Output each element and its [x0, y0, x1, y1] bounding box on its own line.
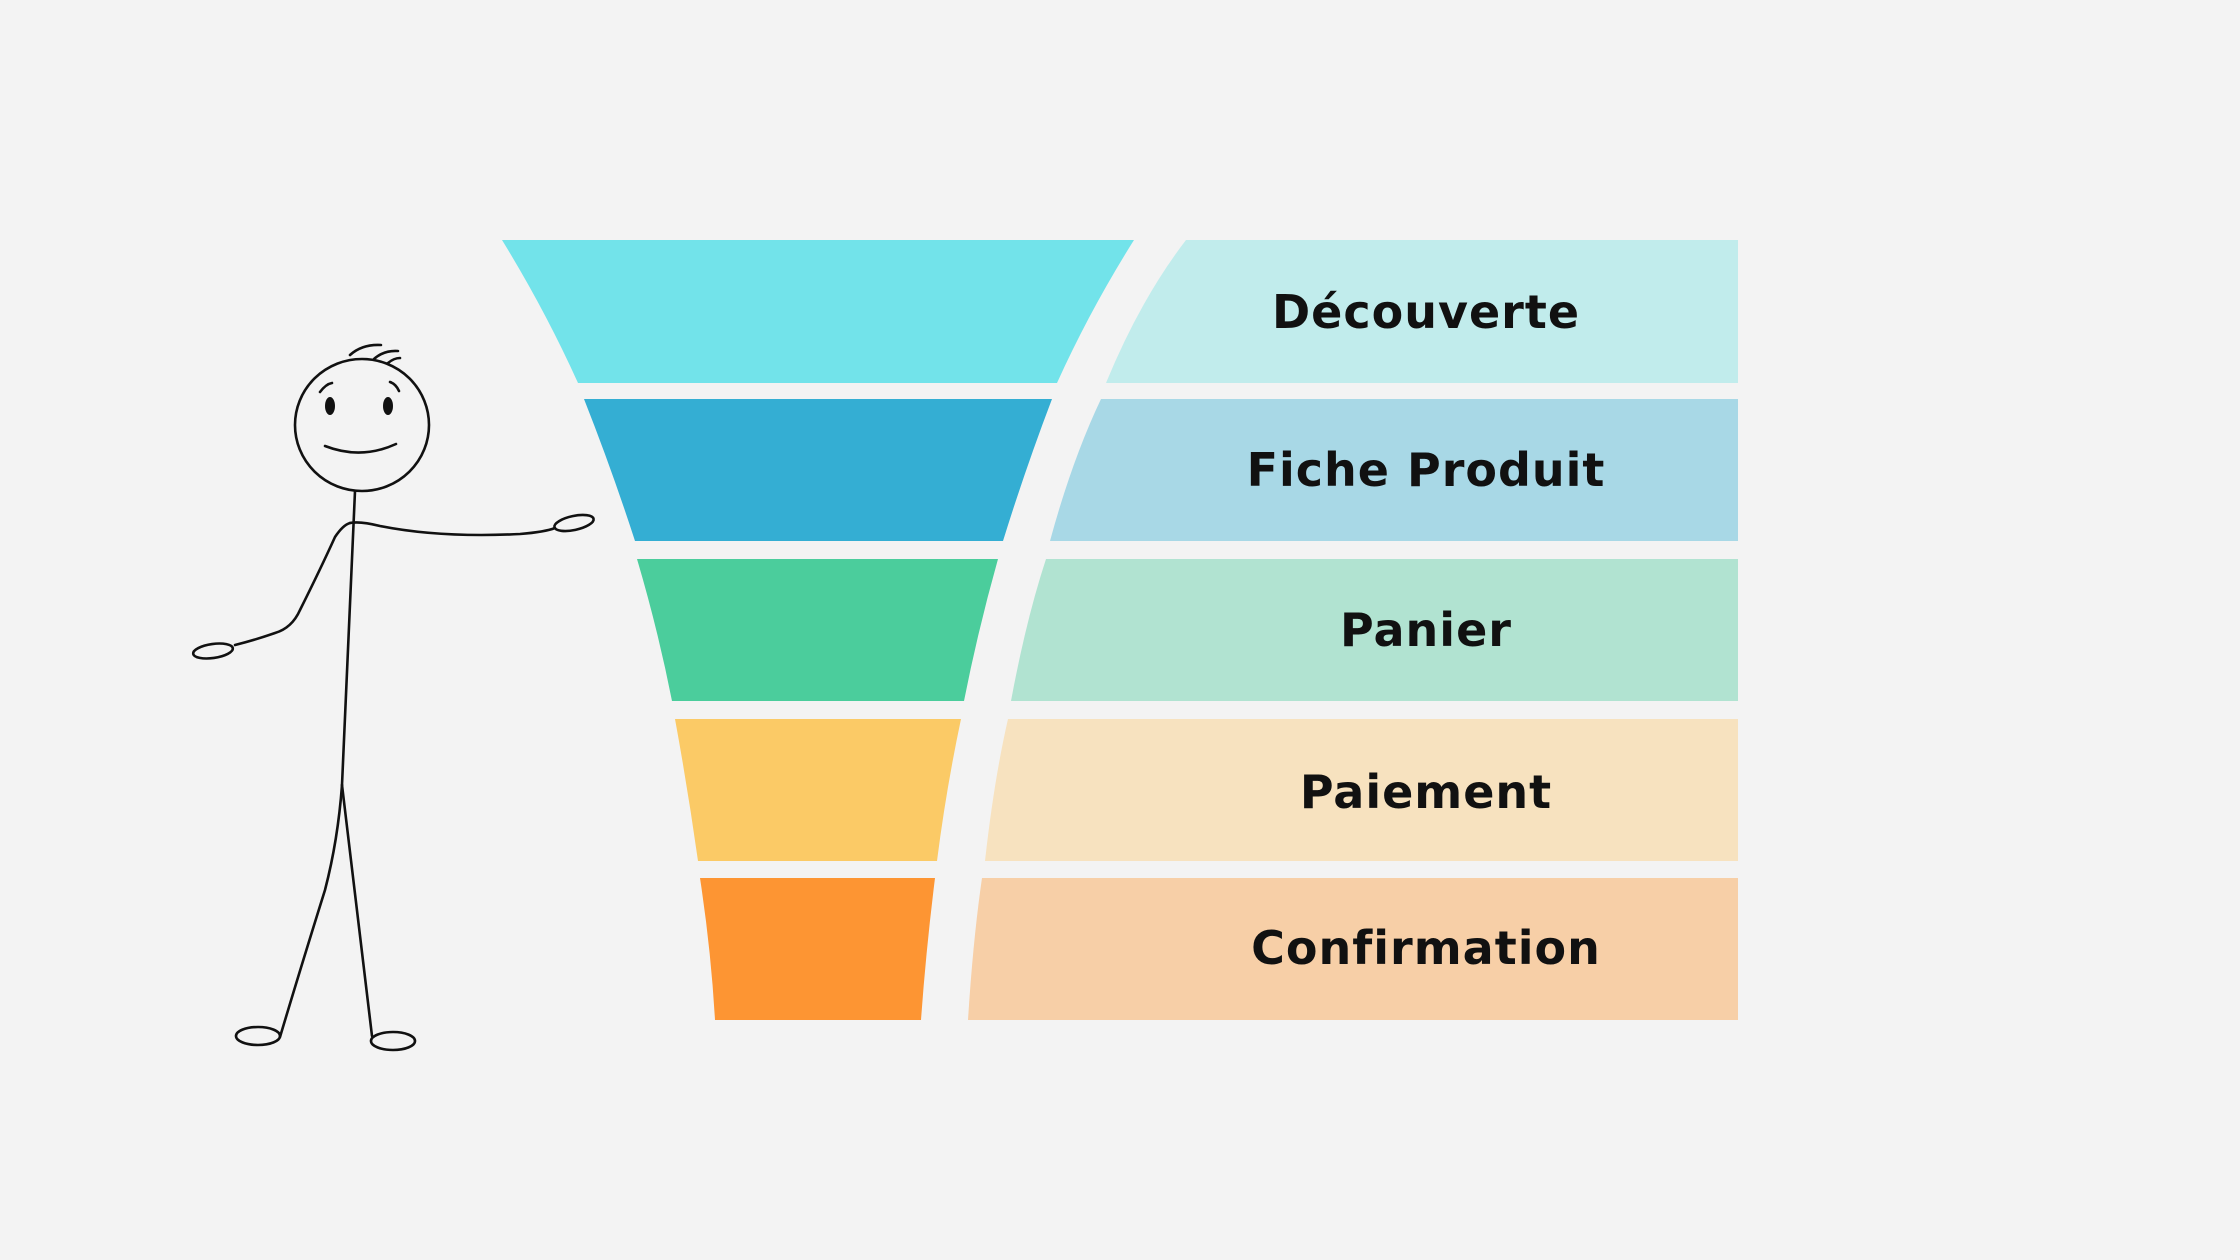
- figure-arm: [233, 521, 352, 647]
- stick-figure-illustration: [191, 343, 595, 1052]
- label-box-3: [1011, 559, 1738, 701]
- figure-body: [340, 489, 357, 787]
- figure-head: [293, 357, 431, 493]
- figure-smile: [323, 442, 398, 454]
- figure-foot: [234, 1025, 282, 1047]
- stage-label-4: Paiement: [1300, 765, 1552, 819]
- figure-eyebrow: [388, 380, 401, 393]
- figure-hand: [191, 642, 235, 660]
- funnel-segment-5: [700, 878, 935, 1020]
- figure-hand: [553, 513, 595, 533]
- funnel-segment-1: [502, 240, 1134, 383]
- figure-foot: [369, 1030, 417, 1052]
- funnel-stage-paiement: Paiement: [675, 719, 1738, 861]
- figure-hair: [348, 343, 383, 357]
- label-box-5: [968, 878, 1738, 1020]
- figure-leg: [278, 783, 344, 1039]
- funnel-stage-confirmation: Confirmation: [700, 878, 1738, 1020]
- figure-arm-pointing: [348, 521, 557, 537]
- label-box-4: [985, 719, 1738, 861]
- funnel-stage-panier: Panier: [637, 559, 1738, 701]
- funnel-stage-fiche-produit: Fiche Produit: [584, 399, 1738, 541]
- figure-leg: [340, 783, 374, 1038]
- figure-eyebrow: [318, 381, 334, 394]
- label-box-2: [1050, 399, 1738, 541]
- figure-hair: [386, 356, 402, 365]
- stage-label-3: Panier: [1340, 603, 1512, 657]
- funnel-stage-decouverte: Découverte: [502, 240, 1738, 383]
- label-box-1: [1106, 240, 1738, 383]
- stage-label-1: Découverte: [1272, 285, 1580, 339]
- funnel-segment-4: [675, 719, 961, 861]
- figure-eye: [325, 397, 335, 415]
- stage-label-5: Confirmation: [1251, 921, 1601, 975]
- funnel-segment-3: [637, 559, 998, 701]
- funnel-segment-2: [584, 399, 1052, 541]
- figure-eye: [383, 397, 393, 415]
- figure-hair: [372, 349, 400, 361]
- stage-label-2: Fiche Produit: [1247, 443, 1606, 497]
